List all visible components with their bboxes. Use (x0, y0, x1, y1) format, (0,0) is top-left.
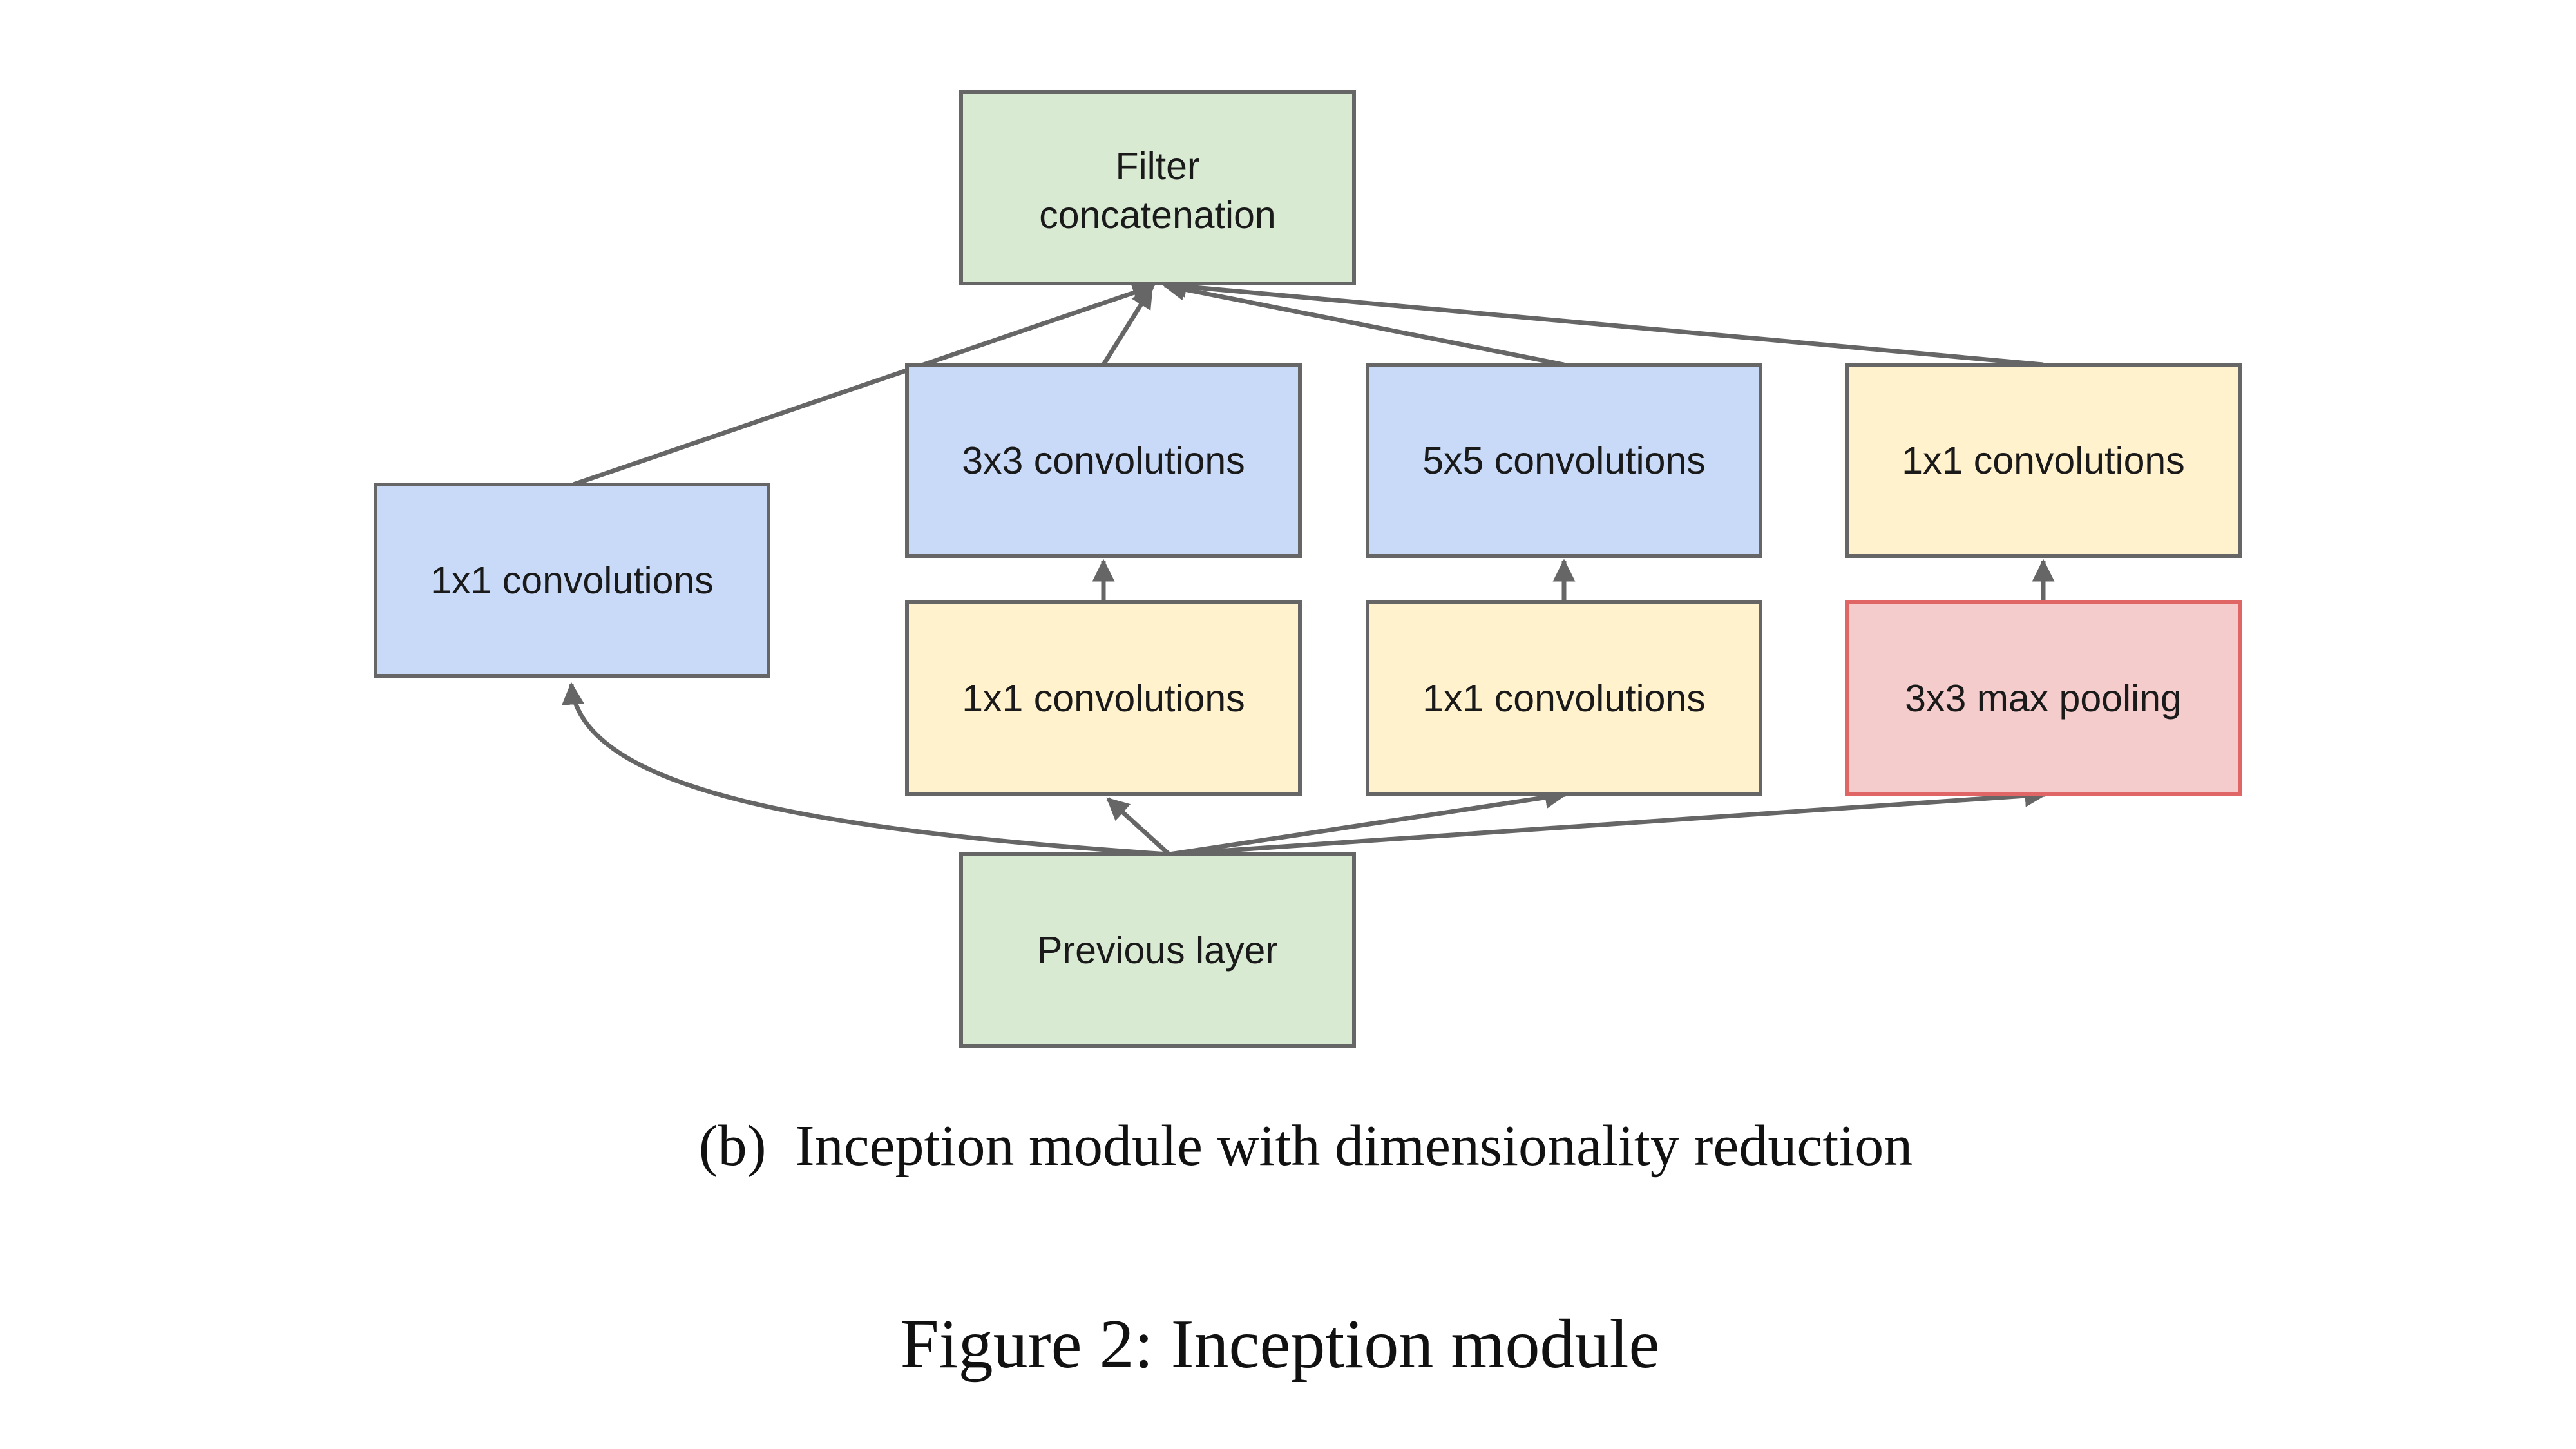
node-label: Previous layer (1037, 929, 1278, 972)
node-label: 1x1 convolutions (1422, 677, 1706, 720)
node-conv1x1-right: 1x1 convolutions (1845, 363, 2242, 558)
edge-conv1x1-left-to-concat (572, 282, 1156, 487)
node-label: 1x1 convolutions (1902, 439, 2185, 482)
node-previous-layer: Previous layer (959, 852, 1356, 1048)
node-label: 5x5 convolutions (1422, 439, 1706, 482)
node-label: 3x3 convolutions (962, 439, 1245, 482)
subfigure-caption: (b) Inception module with dimensionality… (699, 1114, 1913, 1178)
edge-previous-to-conv1x1-left (562, 682, 1170, 857)
node-filter-concatenation: Filter concatenation (959, 90, 1356, 285)
node-conv1x1-left: 1x1 convolutions (374, 483, 770, 678)
node-label: 3x3 max pooling (1905, 677, 2182, 720)
edge-previous-to-maxpool (1169, 784, 2048, 857)
node-reduce-3x3: 1x1 convolutions (905, 600, 1302, 796)
node-conv3x3: 3x3 convolutions (905, 363, 1302, 558)
figure-caption: Figure 2: Inception module (901, 1306, 1660, 1383)
node-label: 1x1 convolutions (962, 677, 1245, 720)
edge-conv3x3-to-concat (1102, 285, 1154, 366)
edge-conv1x1-right-to-concat (1163, 275, 2044, 367)
edge-conv5x5-to-concat (1162, 278, 1565, 367)
edge-previous-to-reduce-3x3 (1106, 797, 1171, 856)
node-maxpool: 3x3 max pooling (1845, 600, 2242, 796)
node-reduce-5x5: 1x1 convolutions (1366, 600, 1762, 796)
edges (562, 275, 2055, 857)
node-label-line: Filter (1115, 145, 1199, 187)
node-conv5x5: 5x5 convolutions (1366, 363, 1762, 558)
edge-previous-to-reduce-5x5 (1169, 786, 1568, 857)
node-label-line: concatenation (1039, 194, 1275, 236)
node-label: 1x1 convolutions (430, 559, 714, 602)
